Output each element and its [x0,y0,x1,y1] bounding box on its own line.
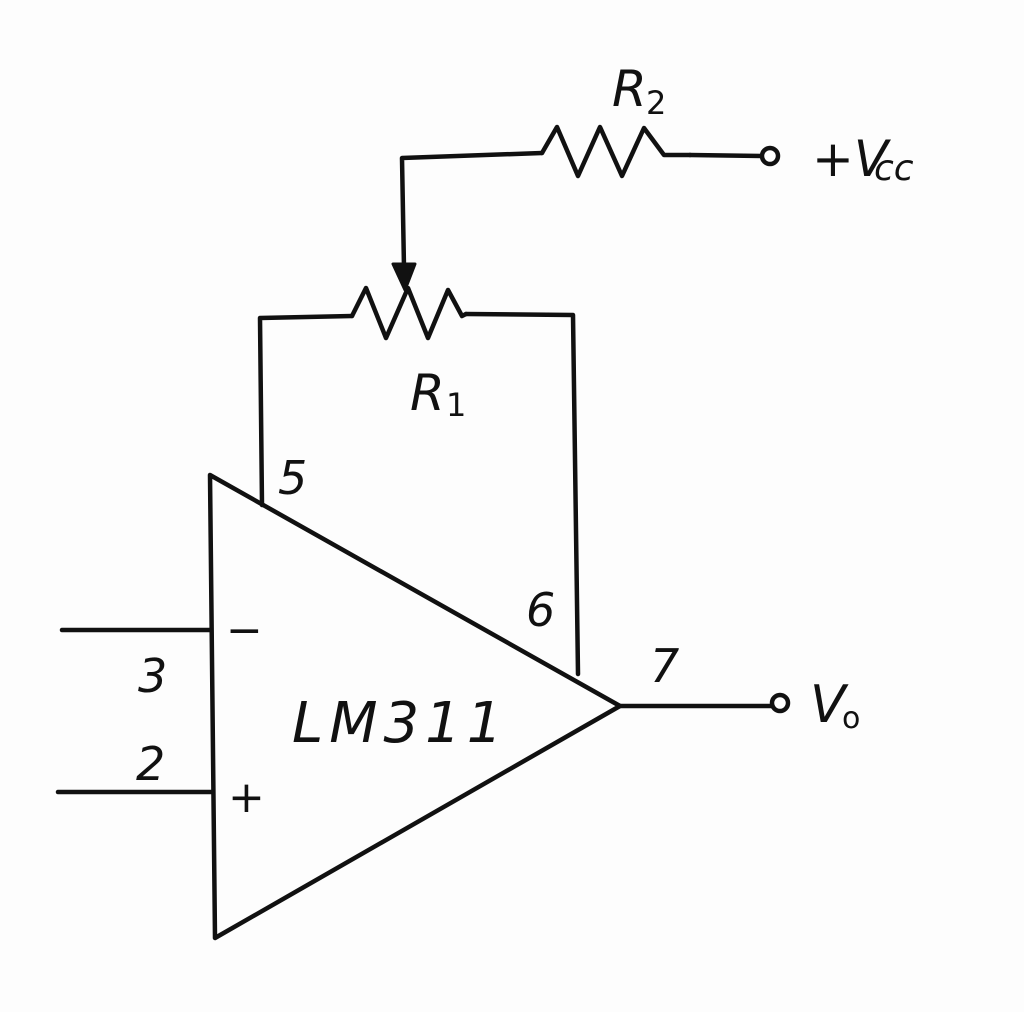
wire-pin5 [257,313,355,508]
vo-label-letter: V [810,675,849,735]
pin-6-label: 6 [526,583,555,637]
vcc-terminal [759,145,781,167]
vcc-label-main: +V [812,130,892,188]
r2-label-letter: R [612,60,647,118]
pin-3-label: 3 [138,649,167,703]
pin-2-label: 2 [136,737,165,791]
wire-pin6 [463,311,581,677]
r1-label-subscript: 1 [446,386,466,424]
r1-resistor [349,285,469,341]
noninverting-sign: + [228,772,265,823]
vo-label-subscript: o [842,701,860,736]
r2-resistor [539,124,693,179]
r1-label-letter: R [410,364,445,422]
r2-label-subscript: 2 [646,84,666,122]
pin-7-label: 7 [650,639,679,693]
pin-5-label: 5 [278,451,307,505]
wiper-wire [399,150,545,271]
vcc-label-subscript: CC [874,148,914,189]
wire-vcc [687,152,765,159]
output-terminal [769,692,791,714]
wiper-arrowhead [391,262,417,292]
chip-label: LM311 [292,691,508,756]
inverting-sign: − [226,605,263,656]
opamp-triangle [207,472,623,941]
